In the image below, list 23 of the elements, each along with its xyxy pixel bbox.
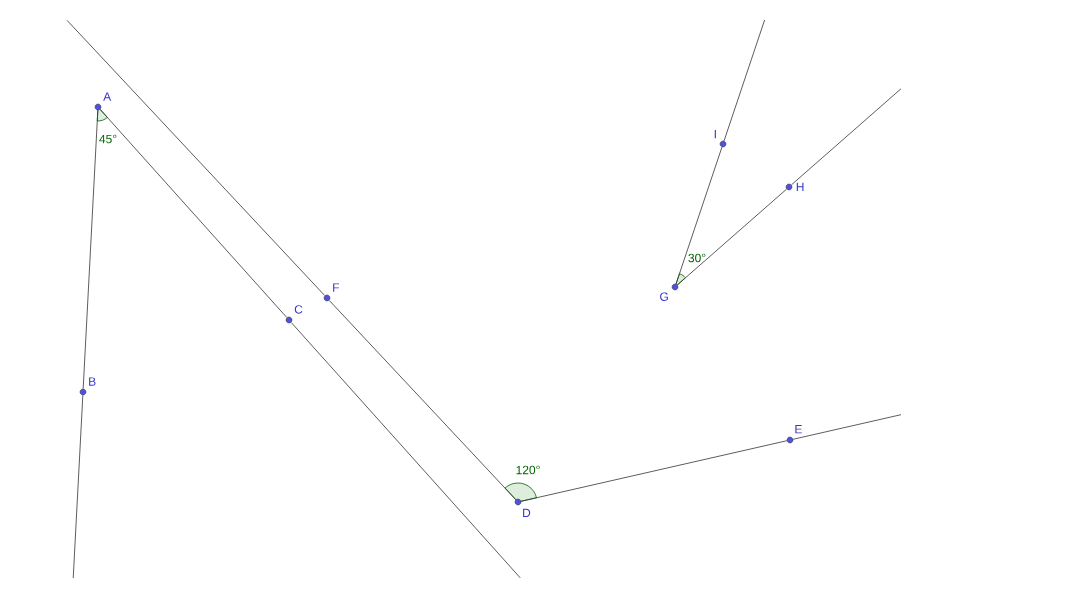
point: A: [94, 92, 112, 111]
point: H: [785, 182, 804, 192]
node-label: H: [796, 182, 804, 192]
node-label: E: [795, 425, 802, 434]
point: F: [323, 283, 339, 302]
node-label: F: [333, 283, 340, 292]
node-label: I: [714, 130, 716, 139]
point: E: [786, 425, 802, 444]
node-label: C: [294, 305, 303, 314]
point: D: [514, 498, 531, 517]
point: B: [79, 377, 96, 396]
node-label: B: [89, 377, 96, 386]
angle-label: 45°: [99, 134, 117, 144]
line: [675, 146, 723, 285]
angle-label: 30°: [688, 253, 706, 263]
line: [520, 440, 788, 502]
point: I: [714, 130, 727, 148]
point: G: [660, 283, 679, 301]
line: [82, 109, 99, 390]
line: [99, 109, 288, 318]
point: C: [285, 305, 303, 324]
line: [677, 188, 787, 286]
line: [328, 299, 517, 501]
